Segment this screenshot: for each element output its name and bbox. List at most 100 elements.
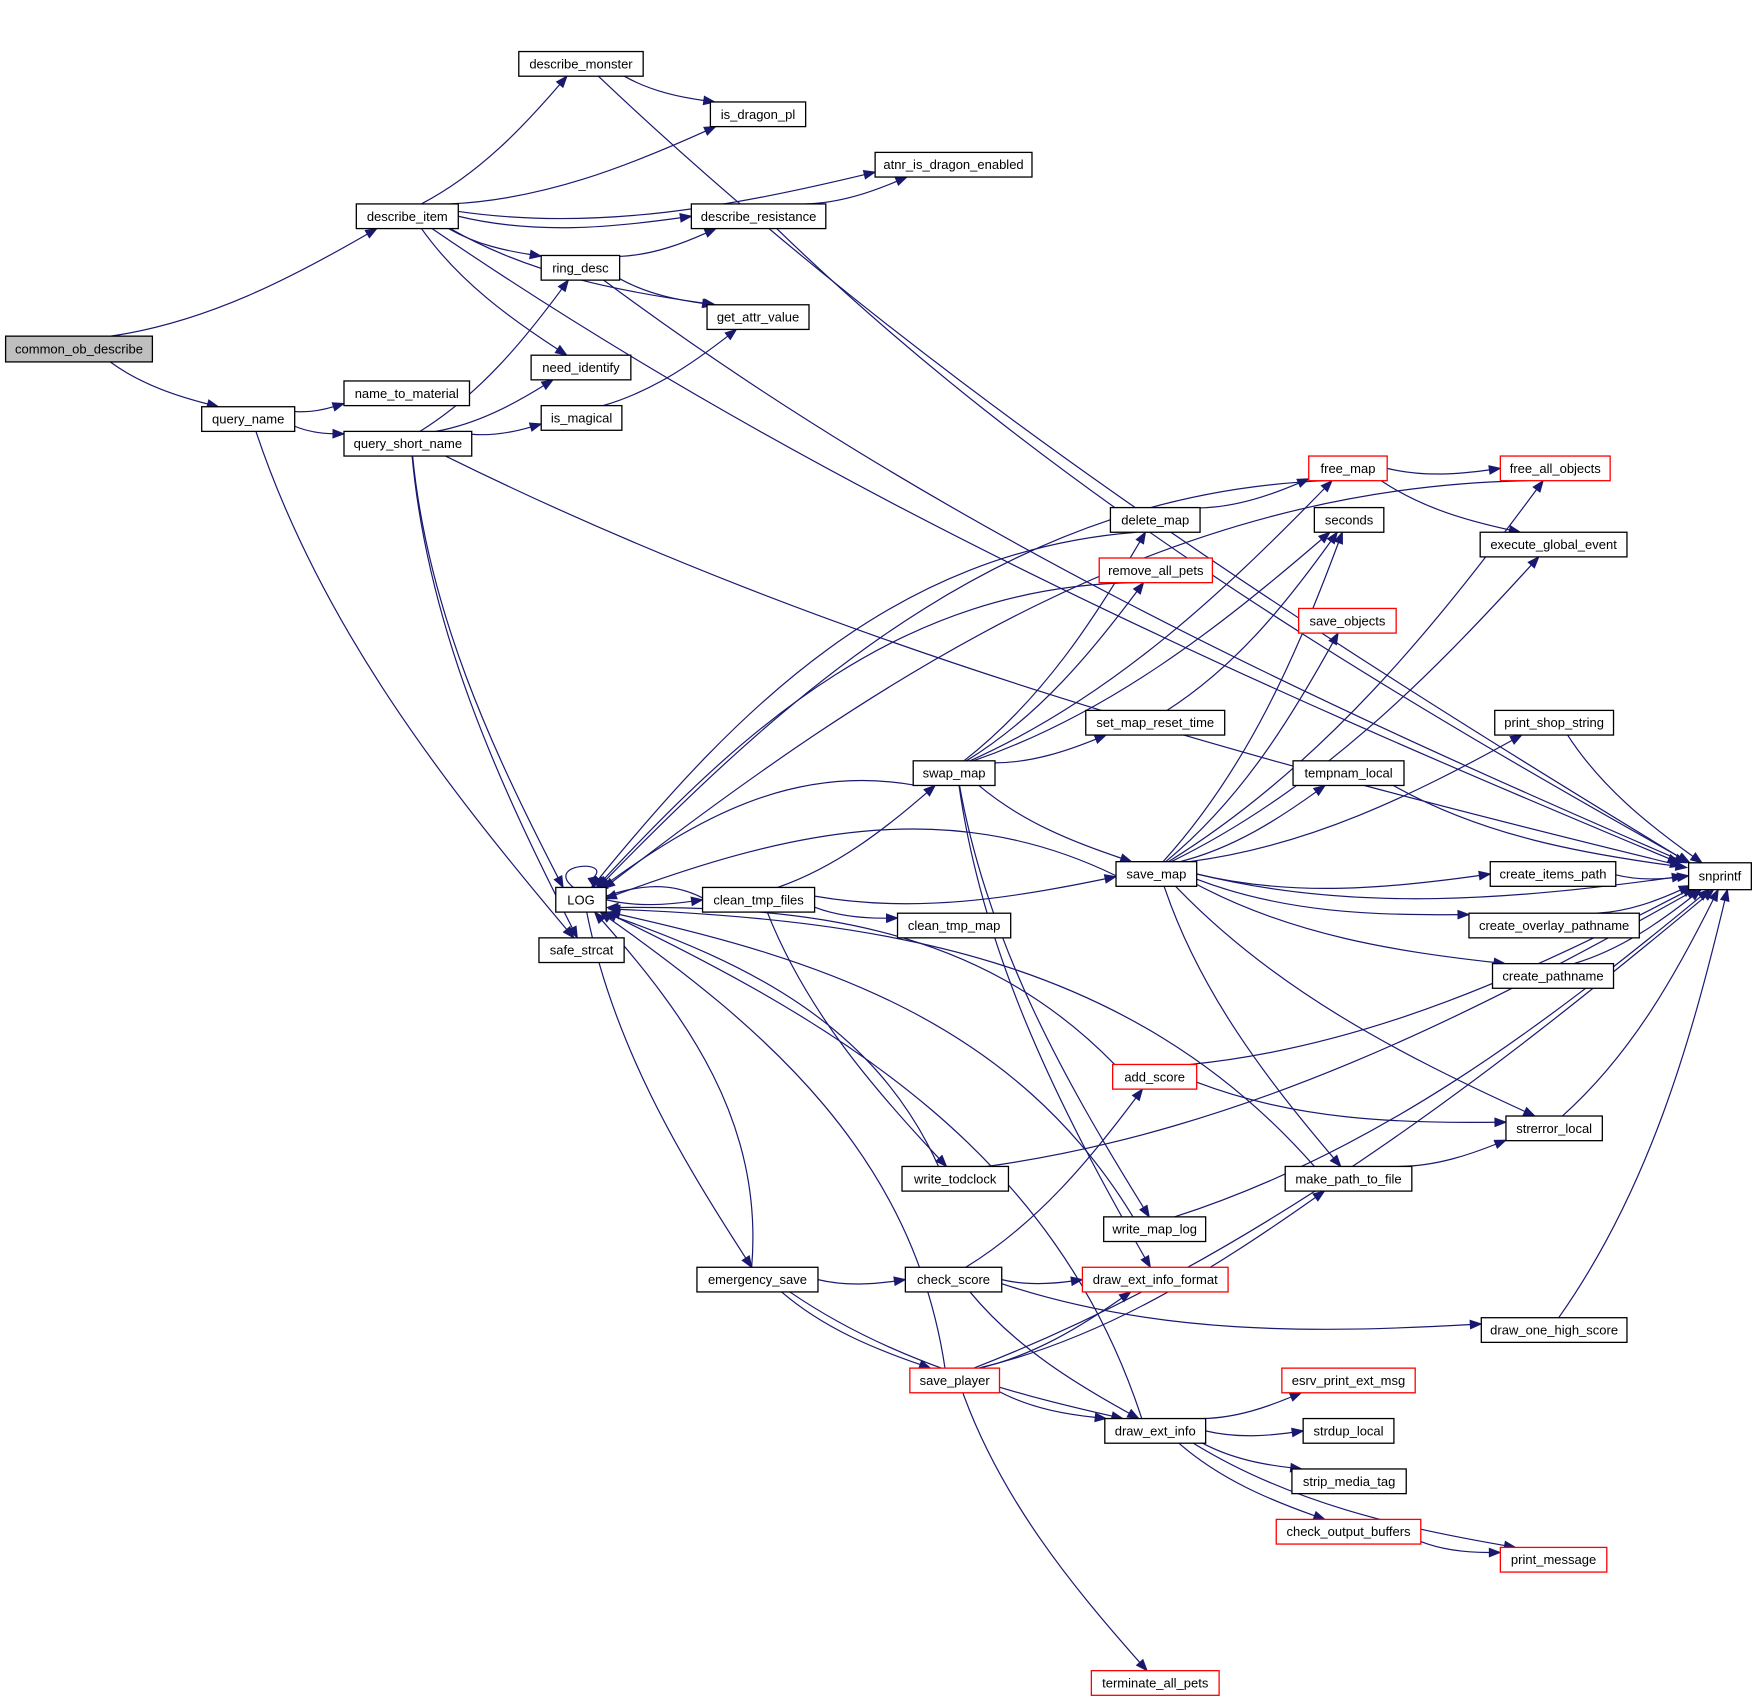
node-box[interactable] xyxy=(540,404,623,431)
node-box[interactable] xyxy=(1081,1266,1229,1293)
node-remove-all-pets[interactable]: remove_all_pets xyxy=(1098,557,1214,584)
node-need-identify[interactable]: need_identify xyxy=(530,354,632,381)
node-box[interactable] xyxy=(1302,1417,1395,1444)
node-box[interactable] xyxy=(696,1266,819,1293)
node-box[interactable] xyxy=(4,335,154,363)
node-box[interactable] xyxy=(1103,1216,1207,1243)
node-save-objects[interactable]: save_objects xyxy=(1298,607,1397,634)
node-esrv-print-ext-msg[interactable]: esrv_print_ext_msg xyxy=(1281,1367,1416,1394)
node-box[interactable] xyxy=(1499,1546,1608,1573)
node-write-map-log[interactable]: write_map_log xyxy=(1103,1216,1207,1243)
node-box[interactable] xyxy=(1494,709,1615,736)
node-box[interactable] xyxy=(1313,506,1385,533)
node-box[interactable] xyxy=(1479,531,1628,558)
node-create-pathname[interactable]: create_pathname xyxy=(1491,962,1615,989)
node-name-to-material[interactable]: name_to_material xyxy=(343,380,471,407)
node-box[interactable] xyxy=(538,937,625,964)
node-safe-strcat[interactable]: safe_strcat xyxy=(538,937,625,964)
node-create-items-path[interactable]: create_items_path xyxy=(1489,861,1617,887)
node-draw-ext-info-format[interactable]: draw_ext_info_format xyxy=(1081,1266,1229,1293)
node-make-path-to-file[interactable]: make_path_to_file xyxy=(1284,1165,1413,1192)
node-strip-media-tag[interactable]: strip_media_tag xyxy=(1291,1468,1407,1495)
node-box[interactable] xyxy=(1480,1317,1628,1344)
node-box[interactable] xyxy=(874,151,1033,178)
node-box[interactable] xyxy=(1115,861,1198,887)
node-box[interactable] xyxy=(355,203,459,230)
node-box[interactable] xyxy=(540,254,621,281)
node-emergency-save[interactable]: emergency_save xyxy=(696,1266,819,1293)
node-describe-item[interactable]: describe_item xyxy=(355,203,459,230)
node-query-name[interactable]: query_name xyxy=(201,406,296,433)
node-execute-global-event[interactable]: execute_global_event xyxy=(1479,531,1628,558)
node-set-map-reset-time[interactable]: set_map_reset_time xyxy=(1085,709,1226,736)
node-draw-ext-info[interactable]: draw_ext_info xyxy=(1104,1417,1207,1444)
node-print-message[interactable]: print_message xyxy=(1499,1546,1608,1573)
node-strdup-local[interactable]: strdup_local xyxy=(1302,1417,1395,1444)
node-box[interactable] xyxy=(912,760,996,787)
node-box[interactable] xyxy=(901,1165,1010,1192)
node-log[interactable]: LOG xyxy=(555,886,607,913)
node-swap-map[interactable]: swap_map xyxy=(912,760,996,787)
node-create-overlay-pathname[interactable]: create_overlay_pathname xyxy=(1468,912,1640,939)
node-add-score[interactable]: add_score xyxy=(1112,1063,1198,1090)
node-box[interactable] xyxy=(1468,912,1640,939)
node-draw-one-high-score[interactable]: draw_one_high_score xyxy=(1480,1317,1628,1344)
node-box[interactable] xyxy=(1109,506,1201,533)
node-describe-resistance[interactable]: describe_resistance xyxy=(690,203,827,230)
node-tempnam-local[interactable]: tempnam_local xyxy=(1292,760,1405,787)
node-common-ob-describe[interactable]: common_ob_describe xyxy=(4,335,154,363)
node-box[interactable] xyxy=(1491,962,1615,989)
node-box[interactable] xyxy=(896,912,1012,939)
node-save-player[interactable]: save_player xyxy=(909,1367,1001,1394)
node-box[interactable] xyxy=(709,101,807,128)
node-box[interactable] xyxy=(690,203,827,230)
node-box[interactable] xyxy=(1112,1063,1198,1090)
node-box[interactable] xyxy=(343,380,471,407)
node-box[interactable] xyxy=(1489,861,1617,887)
node-box[interactable] xyxy=(1090,1670,1220,1696)
node-snprintf[interactable]: snprintf xyxy=(1687,862,1752,891)
node-is-magical[interactable]: is_magical xyxy=(540,404,623,431)
node-delete-map[interactable]: delete_map xyxy=(1109,506,1201,533)
node-check-output-buffers[interactable]: check_output_buffers xyxy=(1275,1518,1422,1545)
node-box[interactable] xyxy=(909,1367,1001,1394)
node-box[interactable] xyxy=(1104,1417,1207,1444)
node-clean-tmp-map[interactable]: clean_tmp_map xyxy=(896,912,1012,939)
node-ring-desc[interactable]: ring_desc xyxy=(540,254,621,281)
node-box[interactable] xyxy=(701,886,816,913)
node-box[interactable] xyxy=(518,50,644,77)
node-box[interactable] xyxy=(706,304,810,331)
node-describe-monster[interactable]: describe_monster xyxy=(518,50,644,77)
node-box[interactable] xyxy=(1687,862,1752,891)
node-box[interactable] xyxy=(1098,557,1214,584)
node-free-all-objects[interactable]: free_all_objects xyxy=(1499,455,1611,482)
node-box[interactable] xyxy=(1281,1367,1416,1394)
node-box[interactable] xyxy=(1505,1115,1603,1142)
node-strerror-local[interactable]: strerror_local xyxy=(1505,1115,1603,1142)
node-terminate-all-pets[interactable]: terminate_all_pets xyxy=(1090,1670,1220,1696)
node-box[interactable] xyxy=(343,430,473,457)
node-get-attr-value[interactable]: get_attr_value xyxy=(706,304,810,331)
node-seconds[interactable]: seconds xyxy=(1313,506,1385,533)
node-is-dragon-pl[interactable]: is_dragon_pl xyxy=(709,101,807,128)
node-write-todclock[interactable]: write_todclock xyxy=(901,1165,1010,1192)
node-print-shop-string[interactable]: print_shop_string xyxy=(1494,709,1615,736)
node-box[interactable] xyxy=(904,1266,1003,1293)
node-box[interactable] xyxy=(555,886,607,913)
node-box[interactable] xyxy=(1292,760,1405,787)
node-box[interactable] xyxy=(530,354,632,381)
node-box[interactable] xyxy=(1291,1468,1407,1495)
node-box[interactable] xyxy=(1284,1165,1413,1192)
node-box[interactable] xyxy=(1298,607,1397,634)
node-box[interactable] xyxy=(1275,1518,1422,1545)
node-box[interactable] xyxy=(1085,709,1226,736)
node-save-map[interactable]: save_map xyxy=(1115,861,1198,887)
node-query-short-name[interactable]: query_short_name xyxy=(343,430,473,457)
node-box[interactable] xyxy=(201,406,296,433)
node-atnr-is-dragon-enabled[interactable]: atnr_is_dragon_enabled xyxy=(874,151,1033,178)
node-free-map[interactable]: free_map xyxy=(1308,455,1388,482)
node-check-score[interactable]: check_score xyxy=(904,1266,1003,1293)
node-box[interactable] xyxy=(1308,455,1388,482)
node-box[interactable] xyxy=(1499,455,1611,482)
node-clean-tmp-files[interactable]: clean_tmp_files xyxy=(701,886,816,913)
